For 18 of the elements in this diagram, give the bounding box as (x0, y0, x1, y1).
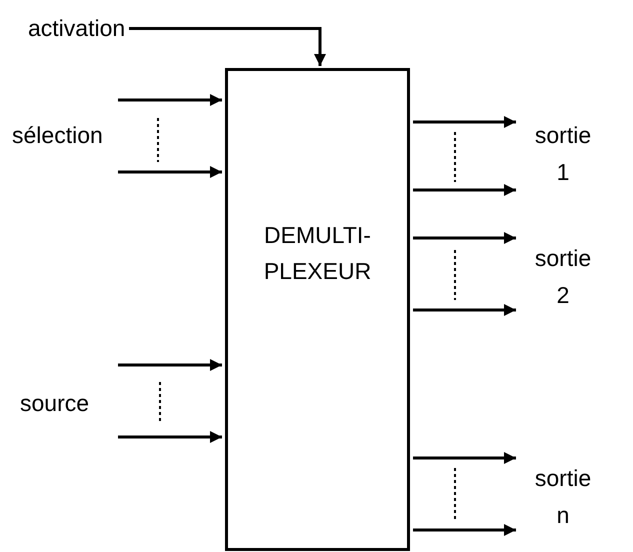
output-label: sortie 2 (534, 244, 592, 310)
arrow (413, 524, 516, 536)
arrow (413, 232, 516, 244)
input-label: source (20, 389, 90, 418)
arrow (118, 359, 222, 371)
arrow (118, 431, 222, 443)
arrow (413, 116, 516, 128)
arrow (129, 27, 326, 66)
arrow (413, 452, 516, 464)
arrow (413, 184, 516, 196)
arrow (118, 94, 222, 106)
output-label: sortie n (534, 464, 592, 530)
arrow (118, 166, 222, 178)
input-label: sélection (12, 121, 103, 150)
demultiplexer-box: DEMULTI- PLEXEUR (225, 68, 410, 551)
output-label: sortie 1 (534, 121, 592, 187)
signal-label: activation (28, 10, 126, 47)
arrow (413, 304, 516, 316)
